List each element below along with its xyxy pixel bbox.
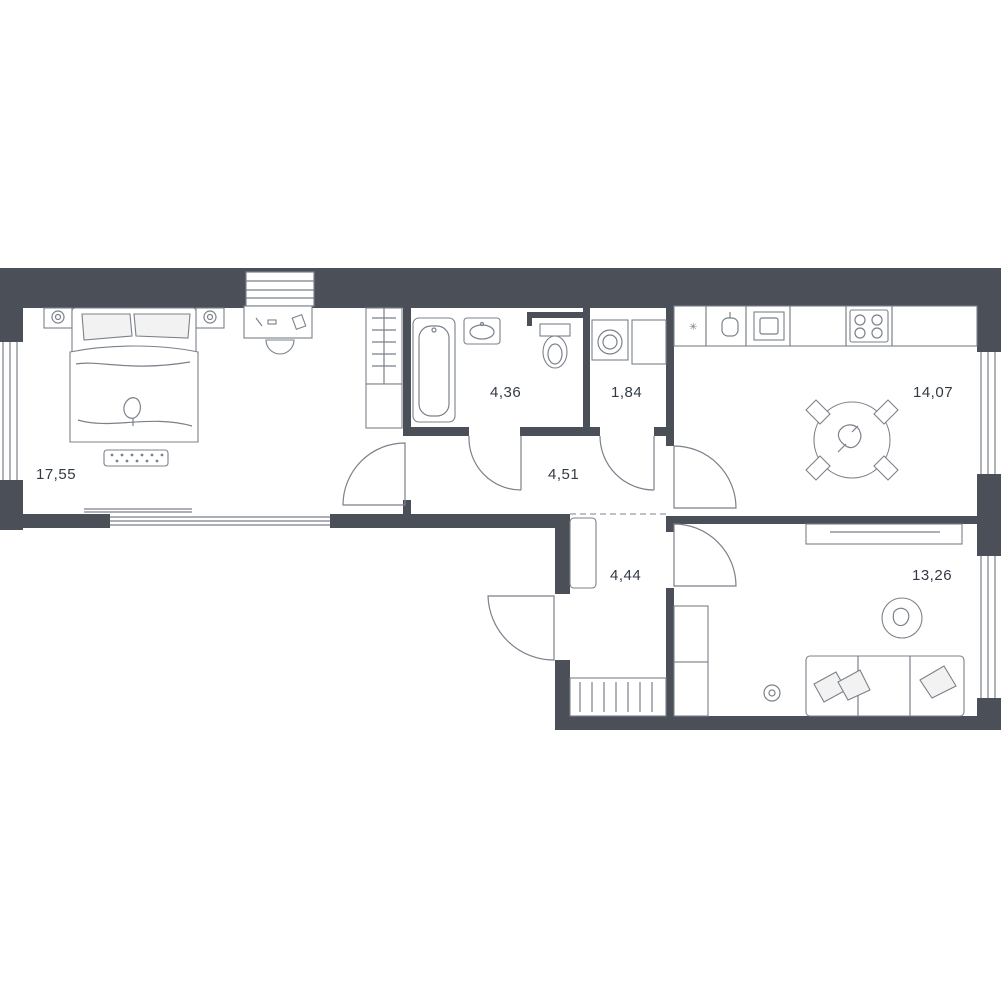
- hall-furniture: [569, 517, 667, 717]
- svg-text:✳: ✳: [689, 322, 697, 333]
- bedroom-furniture: [43, 305, 403, 513]
- living-room-area: 13,26: [912, 567, 952, 584]
- bathroom-fixtures: [412, 317, 571, 423]
- kitchen-area: 14,07: [913, 384, 953, 401]
- kitchen-furniture: ✳: [673, 305, 978, 481]
- entrance-hall-area: 4,44: [610, 567, 641, 584]
- laundry-fixtures: [591, 319, 667, 365]
- bedroom-area: 17,55: [36, 466, 76, 483]
- windows: [0, 342, 1001, 698]
- bathroom-area: 4,36: [490, 384, 521, 401]
- living-room-furniture: [673, 523, 965, 717]
- corridor-area: 4,51: [548, 466, 579, 483]
- doors: [342, 435, 737, 661]
- toilet-laundry-area: 1,84: [611, 384, 642, 401]
- room-labels: 17,55 4,36 1,84 14,07 4,51 4,44 13,26: [36, 384, 953, 584]
- walls: [0, 268, 1001, 730]
